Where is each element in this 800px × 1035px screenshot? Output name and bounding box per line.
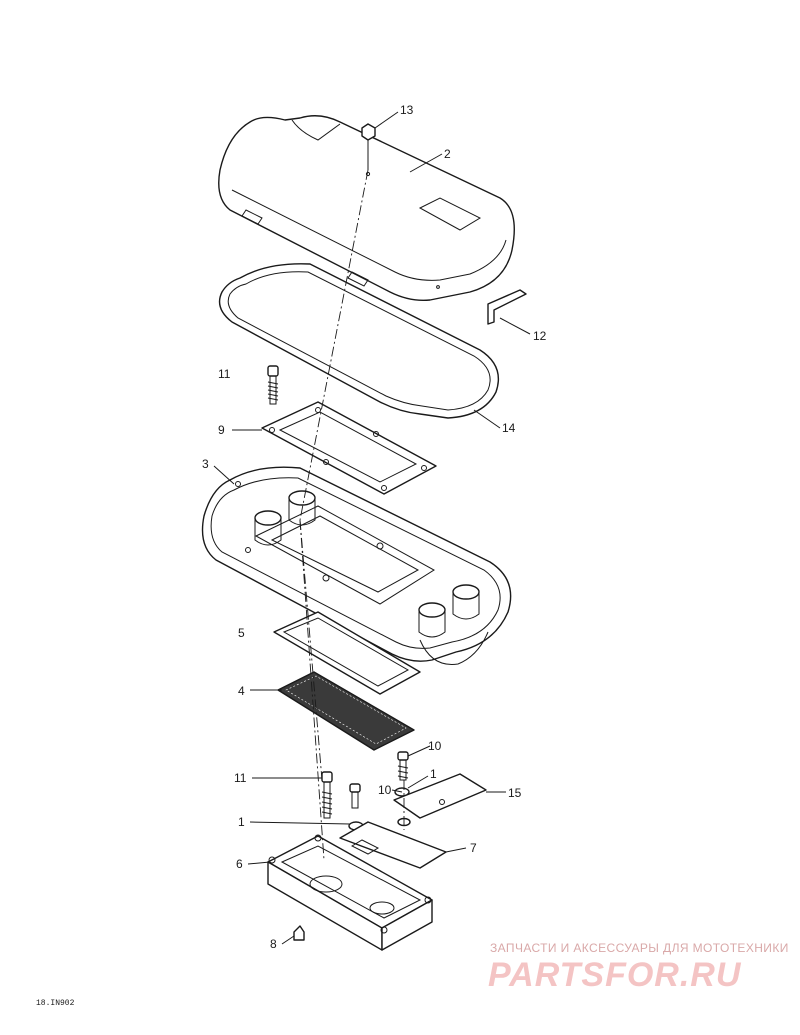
callout-9: 9 [218, 423, 225, 437]
part-12-clip[interactable] [487, 289, 527, 325]
part-6-housing[interactable] [267, 834, 433, 951]
callout-10-upper: 10 [428, 739, 442, 753]
leader-lines [213, 111, 531, 945]
watermark: ЗАПЧАСТИ И АКСЕССУАРЫ ДЛЯ МОТОТЕХНИКИ PA… [488, 941, 789, 994]
part-9-gasket[interactable] [261, 401, 437, 495]
callout-4: 4 [238, 684, 245, 698]
callout-8: 8 [270, 937, 277, 951]
callout-labels: 13 2 12 11 14 9 3 5 4 10 11 1 10 15 1 7 … [202, 103, 547, 951]
part-14-seal[interactable] [218, 263, 500, 419]
callout-6: 6 [236, 857, 243, 871]
callout-11-lower: 11 [234, 771, 247, 785]
part-2-cover[interactable] [218, 115, 515, 302]
callout-1-lower: 1 [238, 815, 245, 829]
callout-10-lower: 10 [378, 783, 392, 797]
callout-5: 5 [238, 626, 245, 640]
callout-13: 13 [400, 103, 414, 117]
callout-14: 14 [502, 421, 516, 435]
part-11-screw-lower[interactable] [321, 771, 333, 819]
part-15-bracket[interactable] [393, 773, 487, 819]
callout-3: 3 [202, 457, 209, 471]
callout-2: 2 [444, 147, 451, 161]
center-axis-lines [299, 169, 405, 861]
callout-11-upper: 11 [218, 367, 231, 381]
reference-code: 18.IN902 [36, 999, 75, 1008]
part-5-filter-gasket[interactable] [273, 611, 421, 695]
callout-12: 12 [533, 329, 547, 343]
part-screw-center[interactable] [349, 783, 361, 809]
watermark-logo: PARTSFOR.RU [488, 956, 742, 994]
watermark-tagline: ЗАПЧАСТИ И АКСЕССУАРЫ ДЛЯ МОТОТЕХНИКИ [490, 941, 789, 955]
callout-1-upper: 1 [430, 767, 437, 781]
part-11-screw-upper[interactable] [267, 365, 279, 405]
part-13-nut[interactable] [361, 123, 376, 170]
part-3-airbox-base[interactable] [201, 466, 512, 665]
callout-15: 15 [508, 786, 522, 800]
part-10-screw[interactable] [397, 751, 409, 781]
callout-7: 7 [470, 841, 477, 855]
part-8-drain[interactable] [293, 925, 305, 941]
